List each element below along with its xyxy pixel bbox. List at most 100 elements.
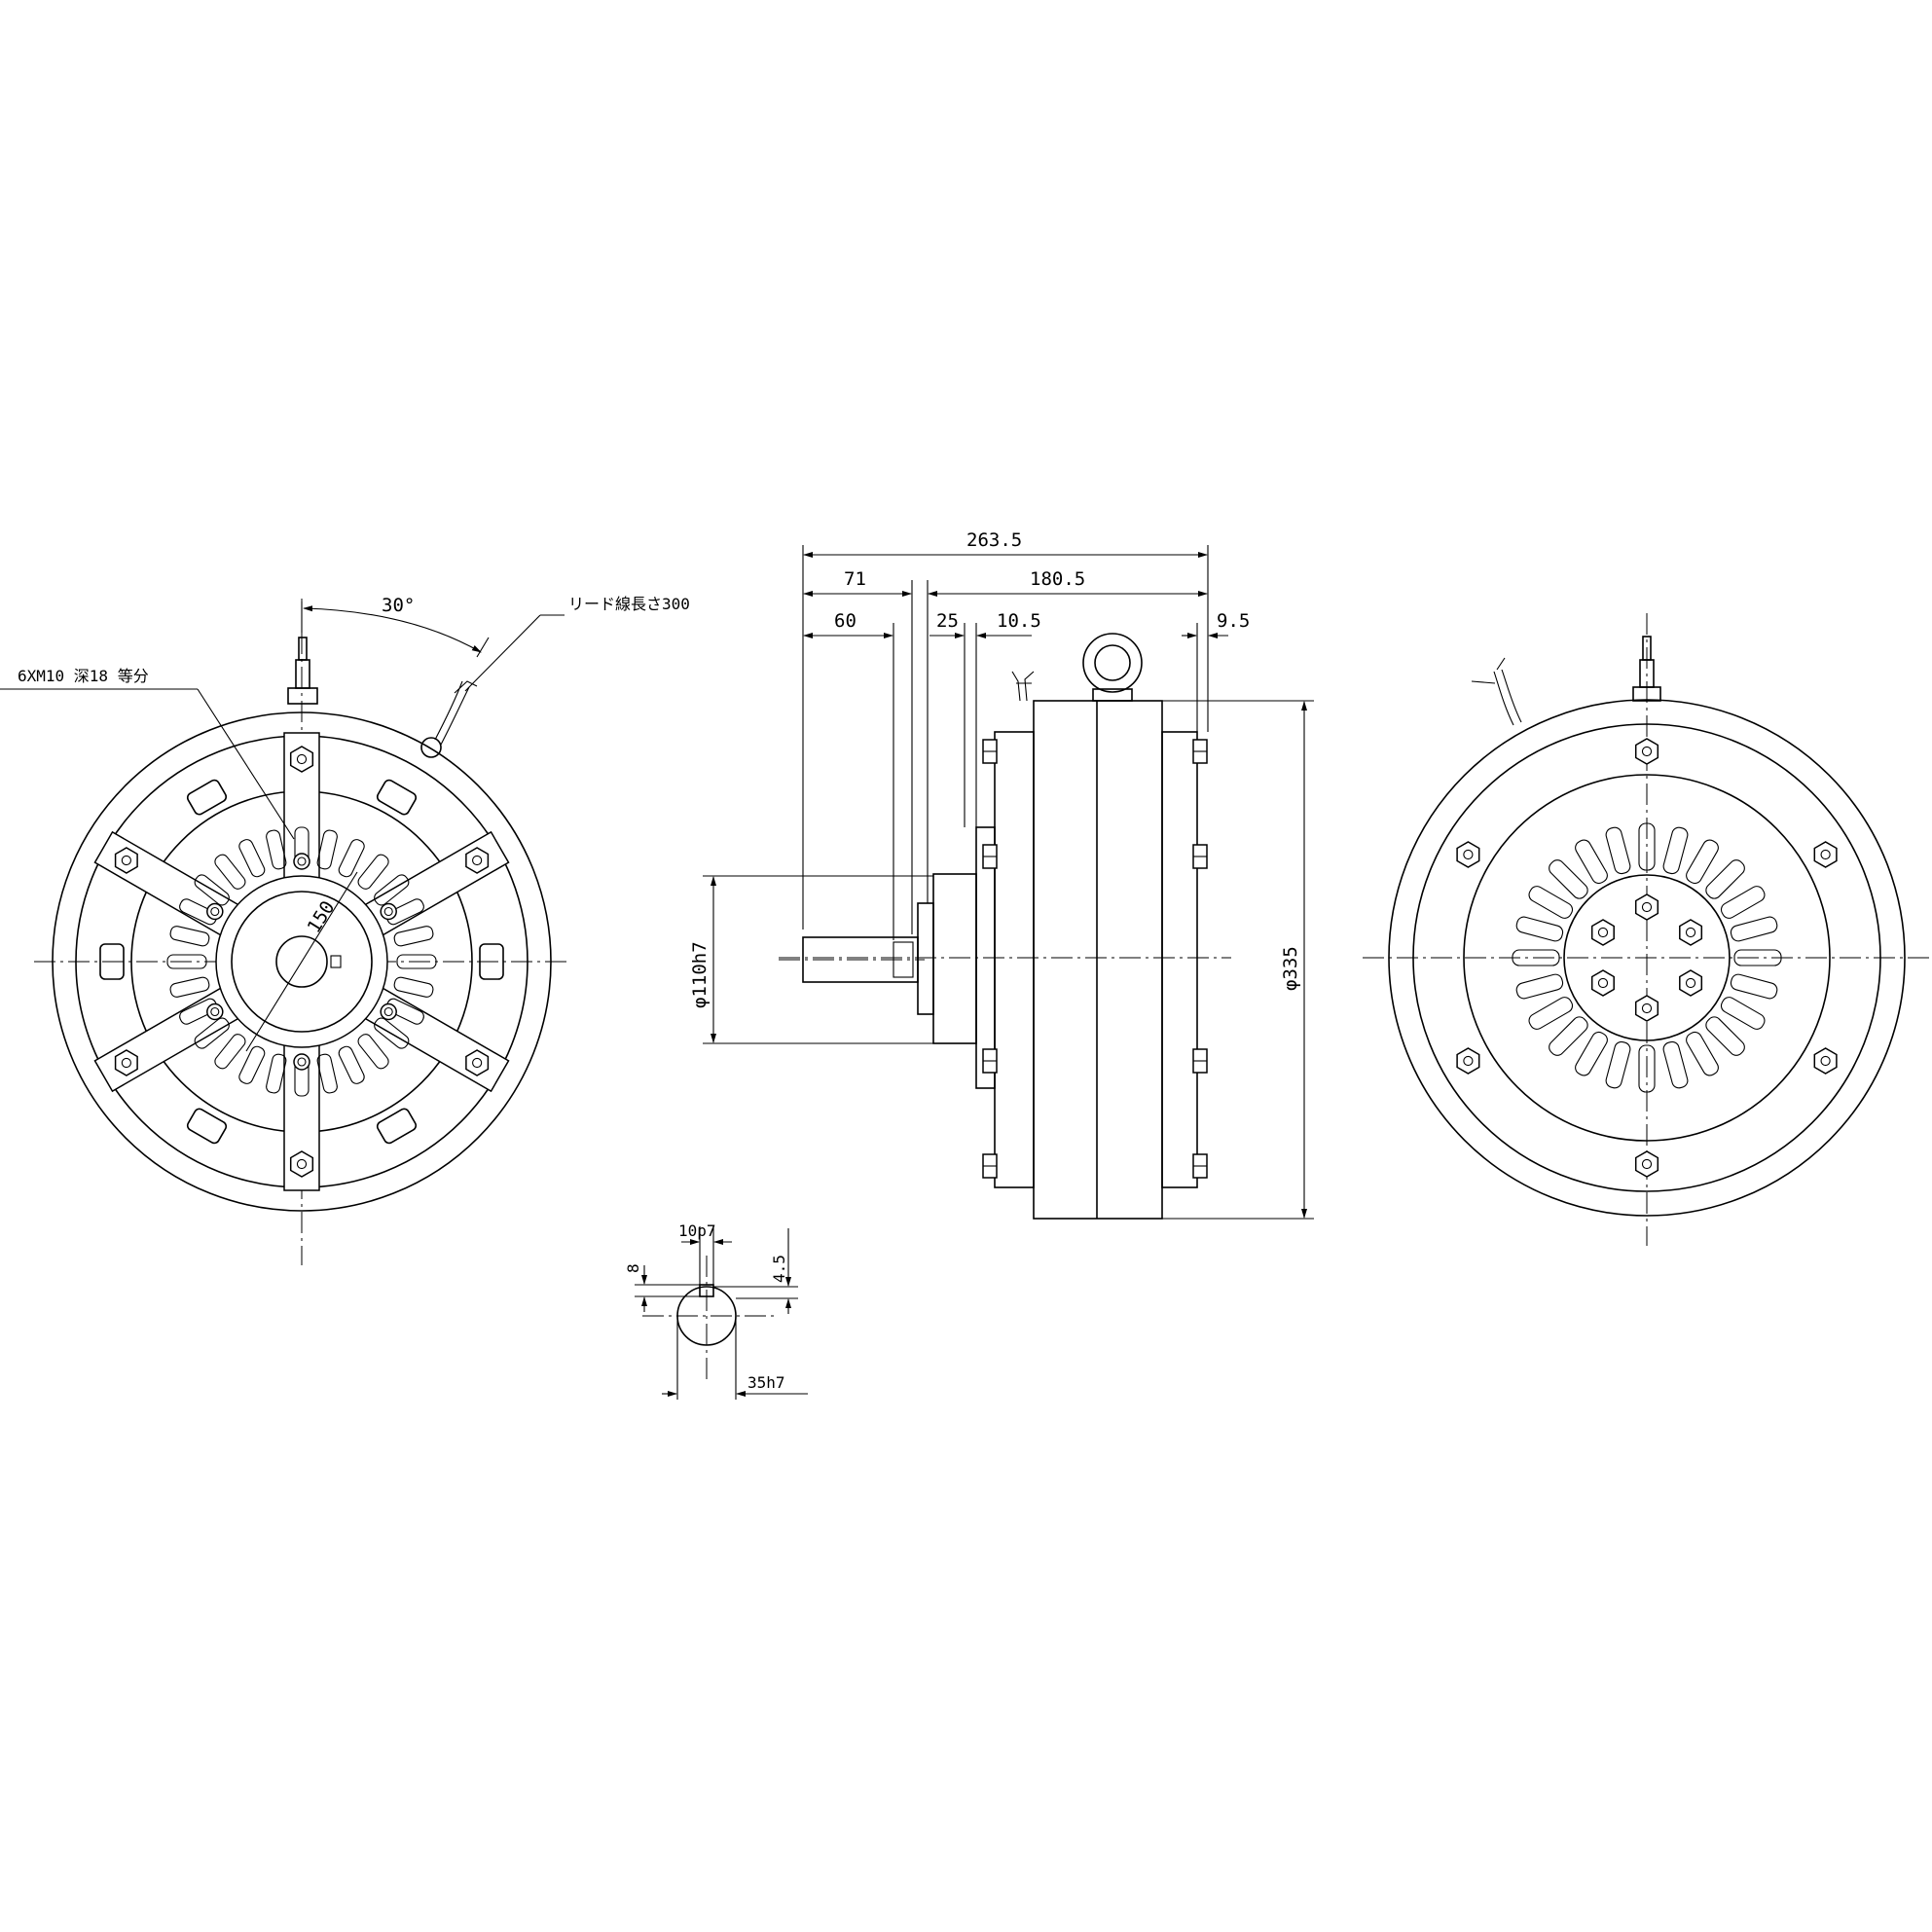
flange-bolt-icon bbox=[982, 1153, 998, 1179]
fin bbox=[1662, 826, 1689, 875]
rear-bolt-icon bbox=[1192, 1048, 1208, 1074]
spoke bbox=[93, 830, 240, 937]
bolt-icon bbox=[289, 746, 314, 773]
bolt-icon bbox=[1590, 919, 1615, 946]
fin bbox=[1705, 1016, 1745, 1056]
terminal-post bbox=[287, 637, 318, 705]
fin bbox=[1515, 916, 1564, 942]
fin bbox=[316, 829, 338, 870]
side-bolts bbox=[982, 739, 1208, 1179]
body-length-dimension: 180.5 bbox=[1030, 568, 1085, 590]
rear-bolt-icon bbox=[1192, 844, 1208, 869]
spoke bbox=[363, 986, 510, 1093]
fin bbox=[194, 874, 230, 906]
fin bbox=[338, 1045, 365, 1084]
vent-slot bbox=[376, 1108, 418, 1145]
front-outer-bolts bbox=[114, 746, 490, 1178]
rear-offset-dimension: 9.5 bbox=[1217, 610, 1250, 632]
fin bbox=[1605, 826, 1631, 875]
fin bbox=[1528, 886, 1574, 919]
fin bbox=[214, 1034, 246, 1070]
key-width-dimension: 10p7 bbox=[678, 1221, 716, 1240]
fin bbox=[179, 898, 218, 926]
fin bbox=[1575, 1031, 1608, 1076]
rear-inner-bolts bbox=[1590, 893, 1703, 1022]
shaft-side-length-dimension: 71 bbox=[844, 568, 866, 590]
fin bbox=[1705, 859, 1745, 899]
fin bbox=[357, 1034, 389, 1070]
fin bbox=[357, 854, 389, 890]
side-view: 263.5 71 180.5 60 25 10.5 9.5 φ110h7 φ33… bbox=[689, 529, 1314, 1220]
front-view: 30° 150 6XM10 深18 等分 リード線長さ300 bbox=[0, 595, 690, 1265]
overall-length-dimension: 263.5 bbox=[966, 529, 1022, 551]
bolt-icon bbox=[1679, 919, 1703, 946]
flange-offset-dimension: 10.5 bbox=[997, 610, 1041, 632]
tapped-holes bbox=[206, 853, 397, 1071]
fin bbox=[166, 954, 207, 969]
spoke bbox=[363, 830, 510, 937]
angle-dimension: 30° bbox=[382, 595, 415, 616]
fin bbox=[396, 954, 437, 969]
fin bbox=[1733, 949, 1782, 966]
flange-bolt-icon bbox=[982, 844, 998, 869]
fin bbox=[214, 854, 246, 890]
fin bbox=[385, 998, 424, 1025]
fin bbox=[393, 926, 434, 947]
tapped-hole-icon bbox=[380, 1002, 397, 1021]
fin bbox=[1662, 1040, 1689, 1089]
bolt-icon bbox=[1456, 1047, 1480, 1075]
eye-bolt bbox=[1082, 633, 1143, 702]
bolt-icon bbox=[1590, 969, 1615, 997]
bolt-icon bbox=[465, 847, 490, 874]
fin bbox=[169, 976, 210, 998]
fin bbox=[194, 1017, 230, 1049]
key-height-dimension: 8 bbox=[624, 1263, 642, 1273]
bolt-icon bbox=[1456, 841, 1480, 868]
front-vent-slots bbox=[99, 779, 504, 1145]
fin bbox=[1549, 1016, 1588, 1056]
bolt-icon bbox=[1813, 841, 1838, 868]
fin bbox=[385, 898, 424, 926]
fin bbox=[266, 829, 287, 870]
fin bbox=[238, 1045, 266, 1084]
flange-gap-dimension: 25 bbox=[936, 610, 959, 632]
bolt-icon bbox=[1813, 1047, 1838, 1075]
vent-slot bbox=[186, 779, 228, 816]
fin bbox=[1638, 822, 1656, 871]
tapped-hole-icon bbox=[380, 902, 397, 921]
fin bbox=[238, 839, 266, 878]
fin bbox=[374, 1017, 410, 1049]
flange-bolt-icon bbox=[982, 739, 998, 764]
fin bbox=[1638, 1044, 1656, 1093]
bolt-icon bbox=[465, 1049, 490, 1076]
vent-slot bbox=[99, 943, 125, 980]
lead-wire bbox=[420, 680, 478, 758]
bolt-icon bbox=[1679, 969, 1703, 997]
rear-terminal-post bbox=[1632, 636, 1661, 702]
tapped-hole-icon bbox=[206, 1002, 224, 1021]
tapped-holes-note: 6XM10 深18 等分 bbox=[18, 667, 149, 685]
fin bbox=[1730, 973, 1778, 1000]
fin bbox=[316, 1053, 338, 1094]
vent-slot bbox=[376, 779, 418, 816]
fin bbox=[169, 926, 210, 947]
spoke bbox=[93, 986, 240, 1093]
fin bbox=[1686, 1031, 1719, 1076]
tapped-hole-icon bbox=[206, 902, 224, 921]
fin bbox=[1528, 997, 1574, 1030]
bolt-icon bbox=[1634, 995, 1659, 1022]
bolt-icon bbox=[1634, 893, 1659, 921]
rear-view bbox=[1363, 613, 1932, 1246]
fin bbox=[1686, 839, 1719, 885]
bolt-icon bbox=[1634, 1150, 1659, 1178]
rear-cooling-fins bbox=[1512, 822, 1782, 1093]
lead-wire-note: リード線長さ300 bbox=[568, 595, 690, 613]
fin bbox=[1512, 949, 1560, 966]
bolt-icon bbox=[114, 1049, 138, 1076]
vent-slot bbox=[479, 943, 504, 980]
bolt-icon bbox=[1634, 738, 1659, 765]
rear-bolt-icon bbox=[1192, 1153, 1208, 1179]
flange-bolt-icon bbox=[982, 1048, 998, 1074]
rear-outer-bolts bbox=[1456, 738, 1838, 1178]
